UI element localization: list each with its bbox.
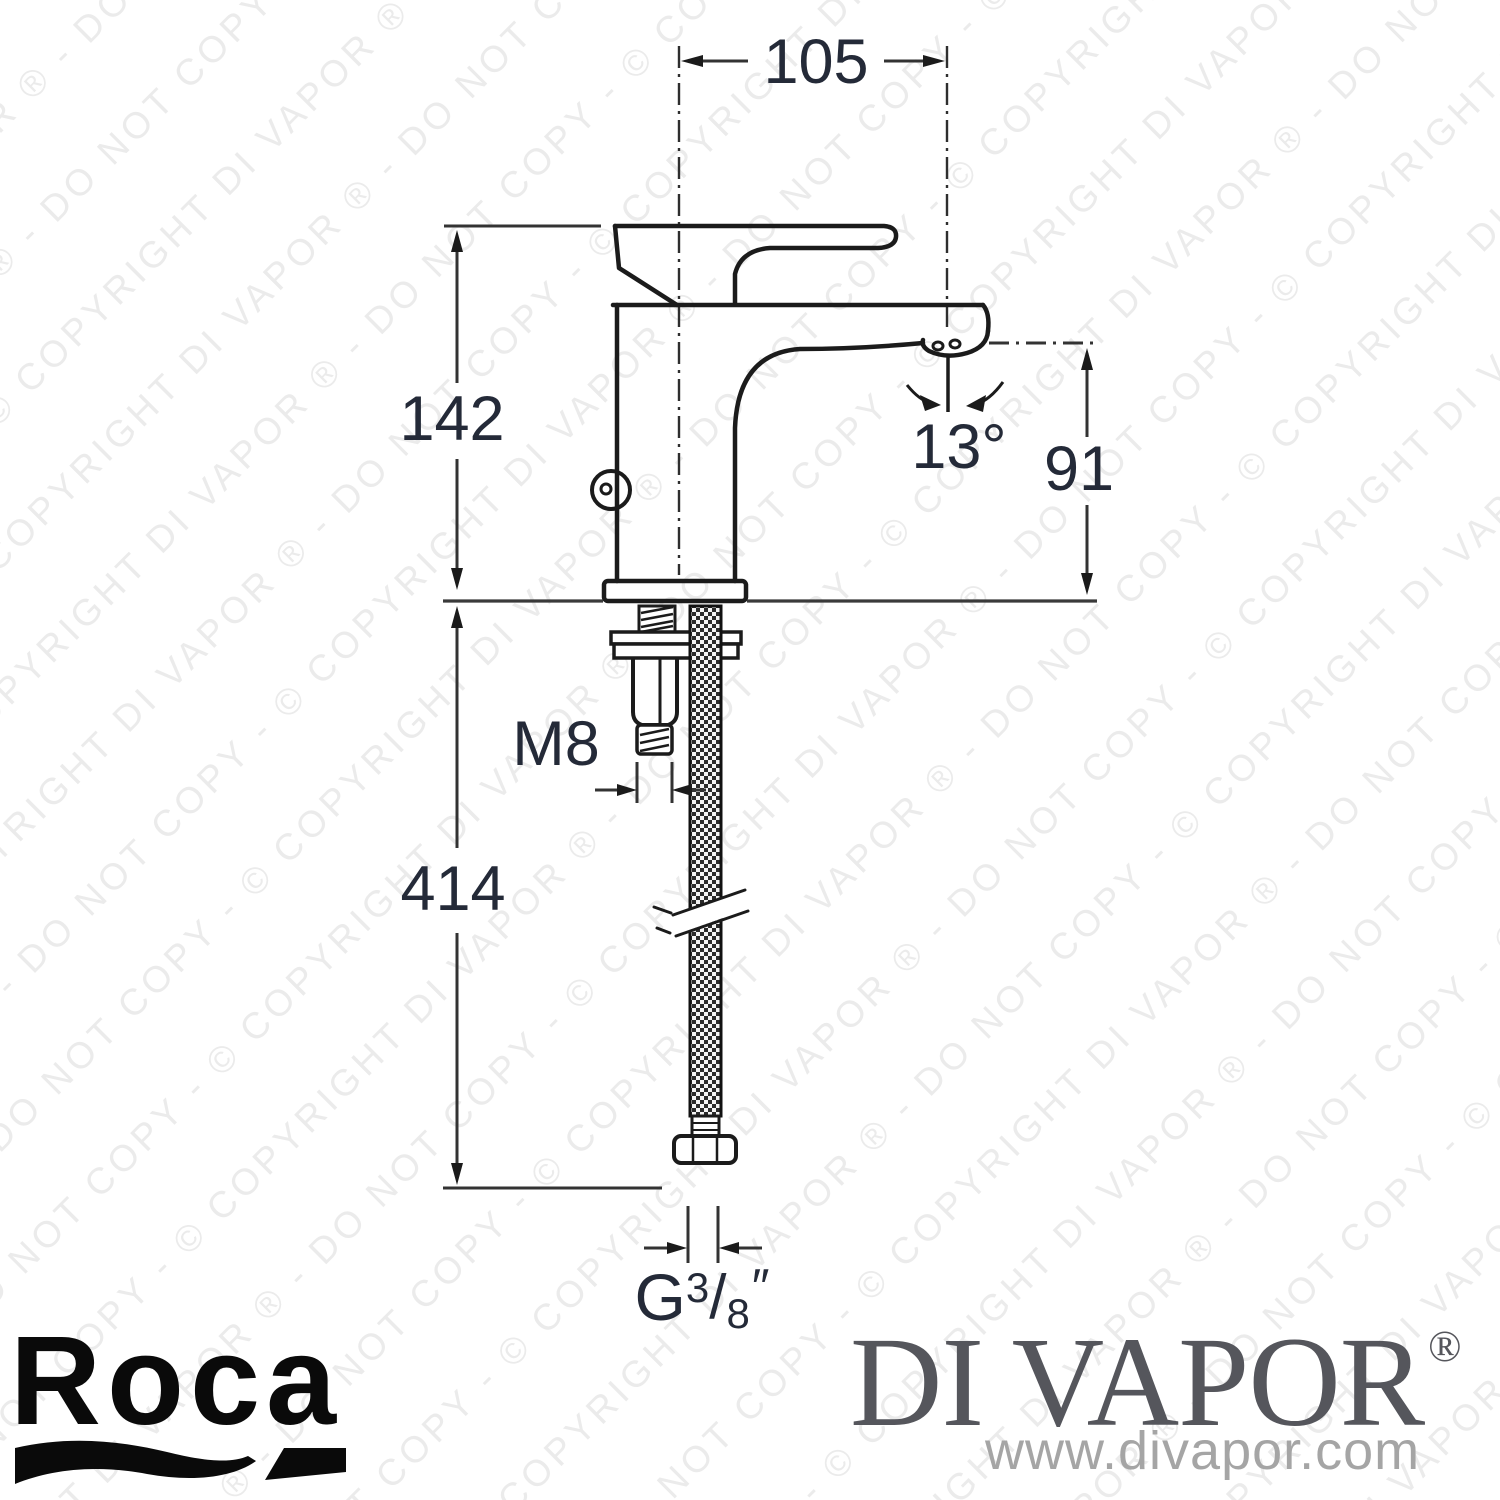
roca-logo: Roca: [10, 1310, 343, 1451]
dimension-arrowheads: [451, 55, 1093, 1254]
g-numerator: 3: [685, 1264, 710, 1311]
dim-hose-length-label: 414: [400, 854, 506, 924]
dim-connection-size-label: G3/8″: [634, 1259, 770, 1337]
g-prefix: G: [634, 1260, 686, 1334]
g-inches-mark: ″: [751, 1259, 770, 1315]
g-denominator: 8: [726, 1290, 750, 1337]
flexible-hose: [652, 604, 750, 1165]
roca-logo-wave: [15, 1440, 346, 1484]
dim-spout-height-label: 91: [1043, 434, 1115, 504]
registered-mark-icon: ®: [1428, 1322, 1461, 1371]
popup-knob: [590, 469, 632, 511]
divapor-logo-text: DI VAPOR: [850, 1311, 1425, 1453]
dimension-lines: [443, 59, 1098, 1263]
dim-spout-reach-label: 105: [763, 27, 869, 97]
spray-angle-indicator: [905, 356, 1005, 412]
faucet-outline: [601, 223, 991, 604]
dim-aerator-angle-label: 13°: [911, 412, 1007, 482]
dim-stud-thread-label: M8: [512, 709, 600, 779]
dim-total-height-label: 142: [399, 384, 505, 454]
divapor-logo: DI VAPOR®: [850, 1318, 1462, 1446]
g-slash: /: [709, 1263, 727, 1332]
aerator-detail: [931, 338, 962, 352]
divapor-url: www.divapor.com: [985, 1421, 1421, 1481]
centerlines: [677, 46, 949, 575]
